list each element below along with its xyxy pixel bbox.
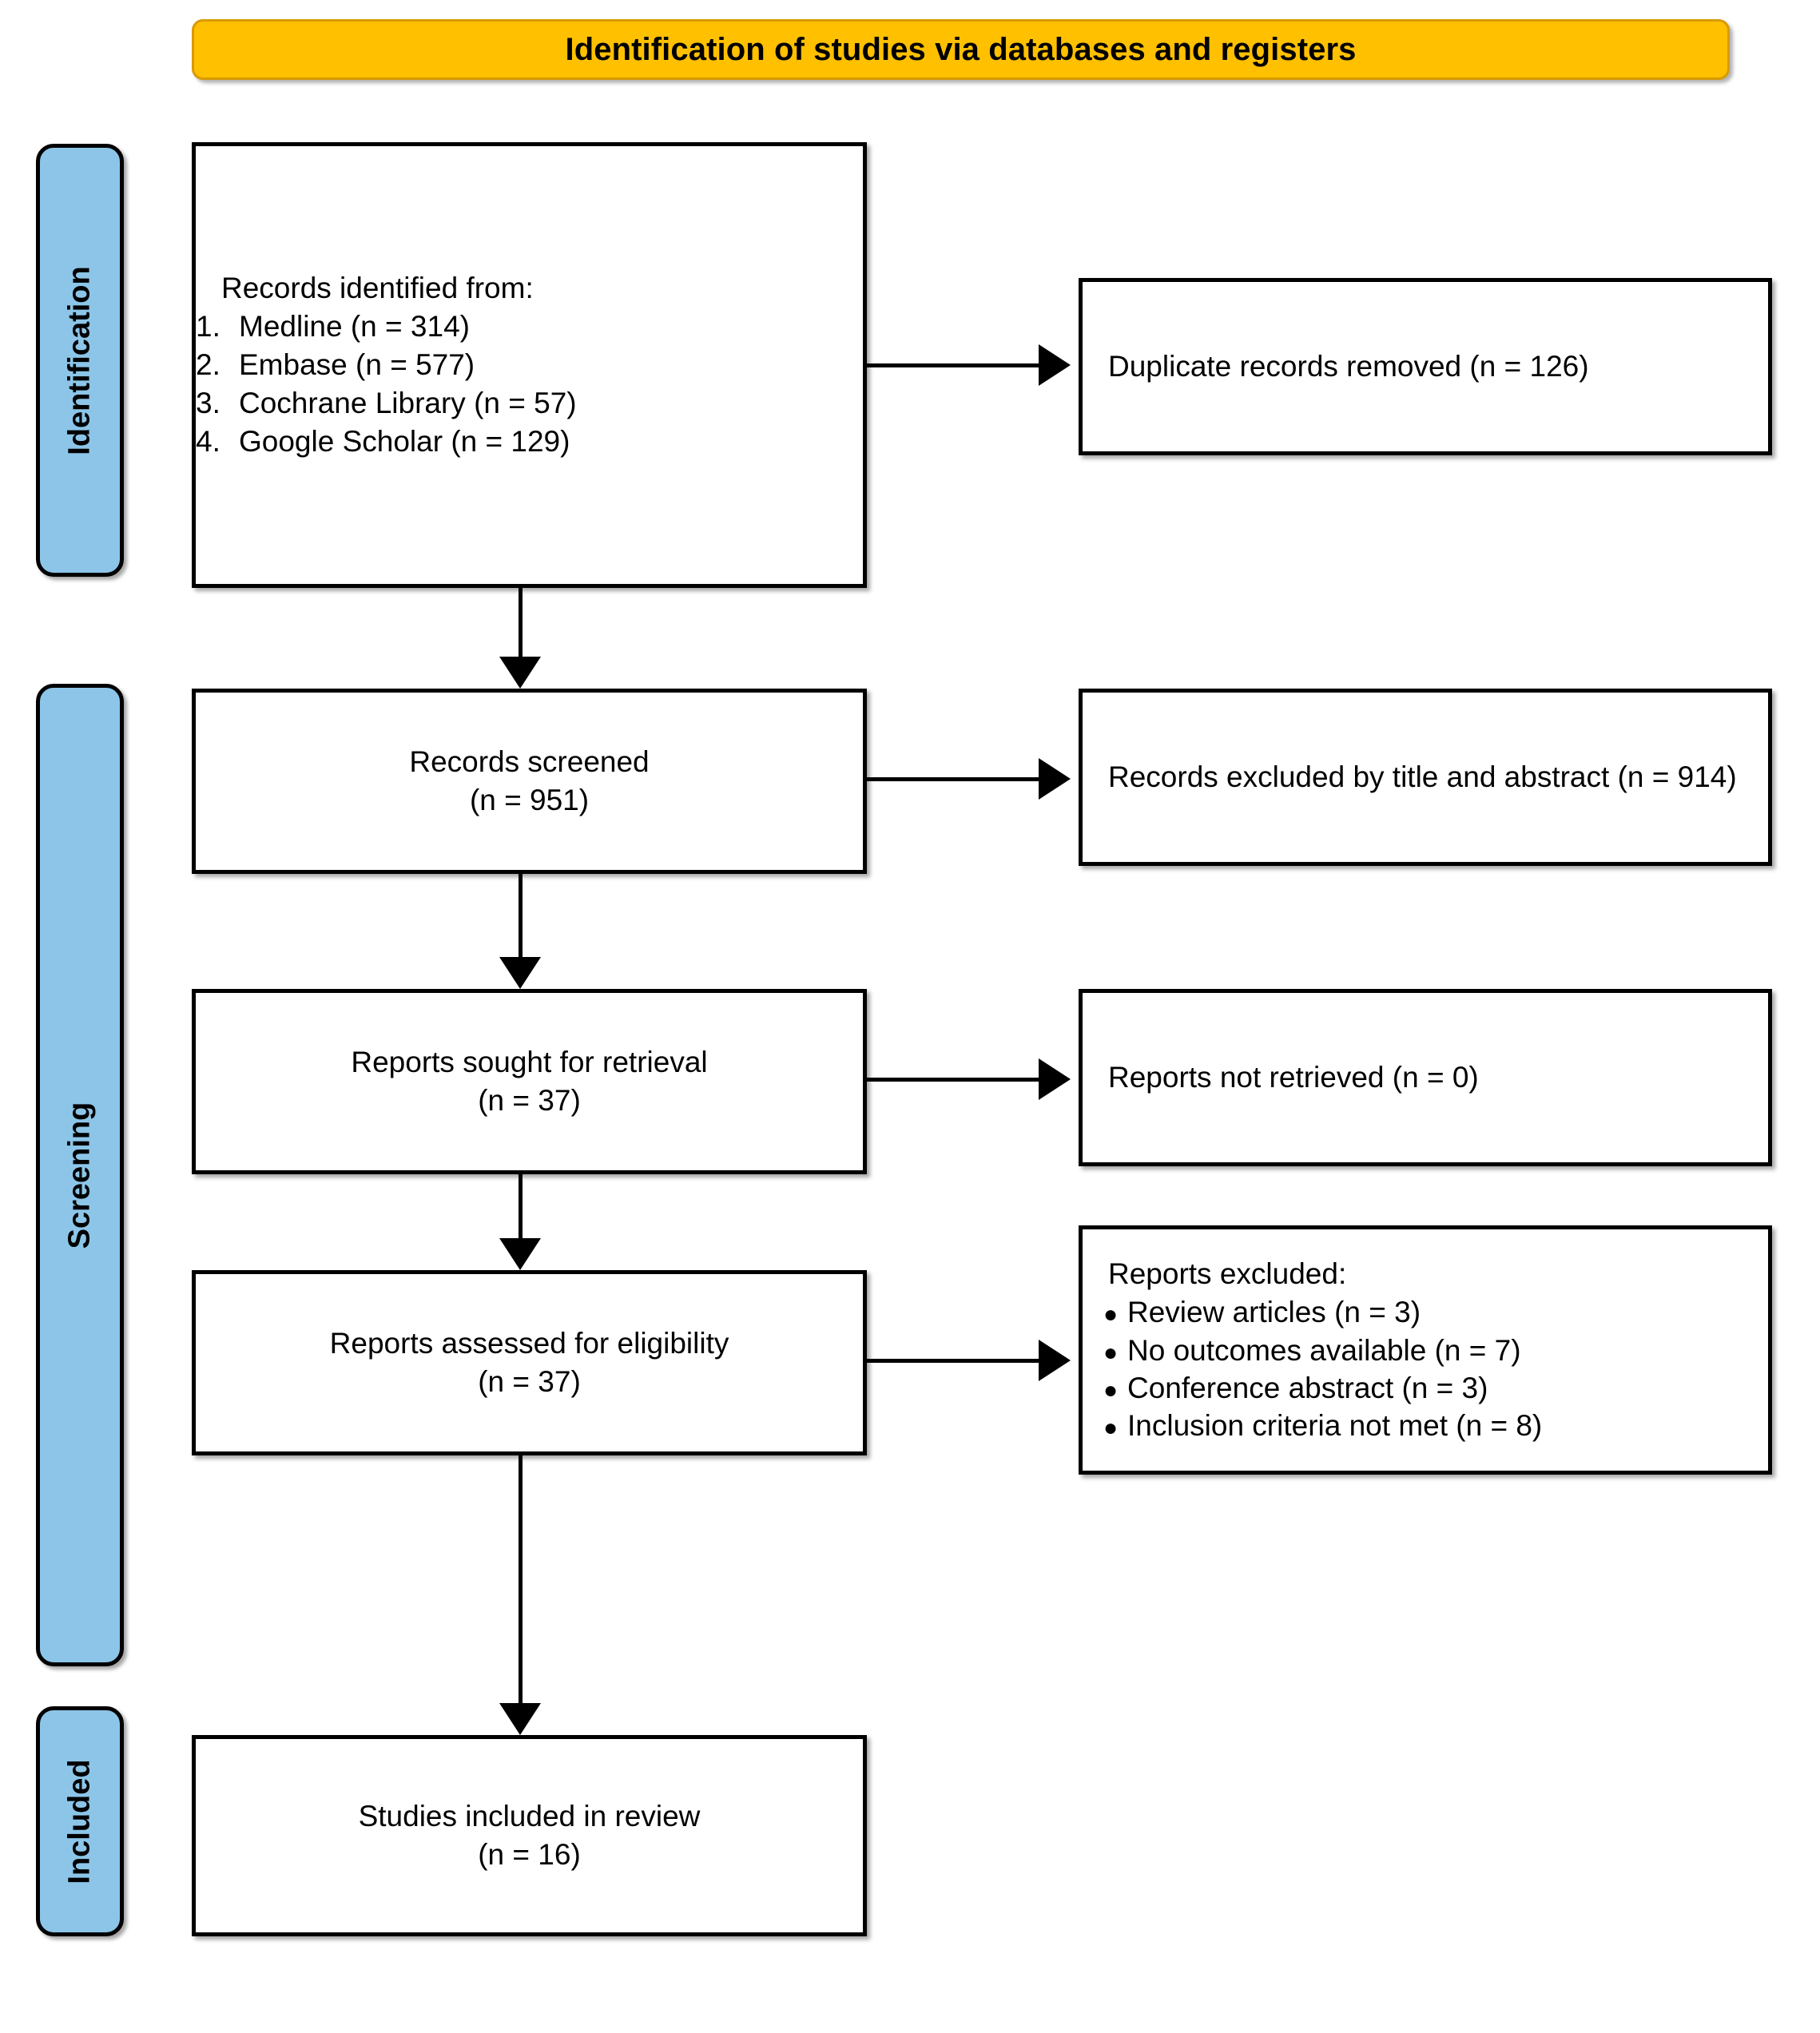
- arrow-screened-to-sought: [519, 874, 523, 957]
- arrow-identified-to-screened-head: [499, 657, 541, 689]
- source-label: Embase (n = 577): [239, 347, 475, 381]
- arrow-assessed-to-reports-excluded-head: [1039, 1340, 1071, 1381]
- records-identified-source-list: 1. Medline (n = 314) 2. Embase (n = 577)…: [196, 308, 863, 461]
- arrow-sought-to-assessed: [519, 1174, 523, 1238]
- source-number: 1.: [196, 309, 221, 343]
- stage-label-identification-text: Identification: [62, 265, 97, 455]
- box-duplicate-records-removed: Duplicate records removed (n = 126): [1079, 278, 1772, 455]
- stage-label-included-text: Included: [62, 1758, 97, 1884]
- box-studies-included-in-review: Studies included in review (n = 16): [192, 1735, 867, 1936]
- box-reports-not-retrieved: Reports not retrieved (n = 0): [1079, 989, 1772, 1166]
- list-item: 1. Medline (n = 314): [196, 308, 863, 346]
- reason-label: Inclusion criteria not met (n = 8): [1127, 1409, 1543, 1443]
- banner-title: Identification of studies via databases …: [565, 31, 1357, 67]
- bullet-icon: ●: [1103, 1415, 1119, 1442]
- bullet-icon: ●: [1103, 1339, 1119, 1366]
- diagram-header-banner: Identification of studies via databases …: [192, 19, 1730, 80]
- arrow-identified-to-duplicates: [867, 363, 1039, 367]
- list-item: ● Conference abstract (n = 3): [1103, 1369, 1768, 1407]
- bullet-icon: ●: [1103, 1301, 1119, 1328]
- records-identified-heading: Records identified from:: [221, 271, 534, 304]
- arrow-assessed-to-reports-excluded: [867, 1359, 1039, 1363]
- arrow-assessed-to-included-head: [499, 1703, 541, 1735]
- stage-label-identification: Identification: [36, 144, 124, 577]
- box-records-identified: Records identified from: 1. Medline (n =…: [192, 142, 867, 588]
- arrow-sought-to-assessed-head: [499, 1238, 541, 1270]
- bullet-icon: ●: [1103, 1377, 1119, 1404]
- studies-included-count: (n = 16): [478, 1838, 581, 1871]
- box-records-screened: Records screened (n = 951): [192, 689, 867, 874]
- arrow-sought-to-not-retrieved: [867, 1078, 1039, 1082]
- stage-label-screening-text: Screening: [62, 1102, 97, 1249]
- list-item: ● Inclusion criteria not met (n = 8): [1103, 1407, 1768, 1444]
- stage-label-screening: Screening: [36, 684, 124, 1666]
- arrow-identified-to-duplicates-head: [1039, 344, 1071, 386]
- source-number: 4.: [196, 425, 221, 459]
- reports-sought-label: Reports sought for retrieval: [351, 1045, 708, 1078]
- box-records-excluded-title-abstract: Records excluded by title and abstract (…: [1079, 689, 1772, 866]
- arrow-assessed-to-included: [519, 1455, 523, 1703]
- reports-not-retrieved-text: Reports not retrieved (n = 0): [1108, 1060, 1479, 1094]
- list-item: ● No outcomes available (n = 7): [1103, 1332, 1768, 1369]
- reason-label: Conference abstract (n = 3): [1127, 1372, 1488, 1405]
- source-label: Medline (n = 314): [239, 309, 470, 343]
- box-reports-sought-for-retrieval: Reports sought for retrieval (n = 37): [192, 989, 867, 1174]
- arrow-sought-to-not-retrieved-head: [1039, 1058, 1071, 1100]
- arrow-screened-to-sought-head: [499, 957, 541, 989]
- reports-excluded-reason-list: ● Review articles (n = 3) ● No outcomes …: [1083, 1293, 1768, 1444]
- arrow-identified-to-screened: [519, 588, 523, 658]
- list-item: 4. Google Scholar (n = 129): [196, 423, 863, 461]
- reports-excluded-heading: Reports excluded:: [1108, 1257, 1347, 1291]
- source-label: Cochrane Library (n = 57): [239, 387, 577, 420]
- list-item: ● Review articles (n = 3): [1103, 1293, 1768, 1331]
- arrow-screened-to-excluded: [867, 777, 1039, 781]
- box-reports-excluded: Reports excluded: ● Review articles (n =…: [1079, 1225, 1772, 1475]
- records-excluded-text: Records excluded by title and abstract (…: [1108, 760, 1737, 793]
- list-item: 2. Embase (n = 577): [196, 346, 863, 384]
- source-label: Google Scholar (n = 129): [239, 425, 570, 459]
- reason-label: No outcomes available (n = 7): [1127, 1333, 1521, 1367]
- records-screened-label: Records screened: [409, 745, 650, 778]
- reports-assessed-label: Reports assessed for eligibility: [329, 1326, 729, 1360]
- reason-label: Review articles (n = 3): [1127, 1296, 1421, 1329]
- stage-label-included: Included: [36, 1706, 124, 1936]
- reports-sought-count: (n = 37): [478, 1084, 581, 1117]
- studies-included-label: Studies included in review: [358, 1799, 701, 1832]
- source-number: 3.: [196, 387, 221, 420]
- arrow-screened-to-excluded-head: [1039, 758, 1071, 800]
- reports-assessed-count: (n = 37): [478, 1365, 581, 1398]
- duplicate-records-text: Duplicate records removed (n = 126): [1108, 349, 1589, 383]
- source-number: 2.: [196, 347, 221, 381]
- box-reports-assessed-for-eligibility: Reports assessed for eligibility (n = 37…: [192, 1270, 867, 1455]
- records-screened-count: (n = 951): [469, 784, 590, 816]
- list-item: 3. Cochrane Library (n = 57): [196, 384, 863, 423]
